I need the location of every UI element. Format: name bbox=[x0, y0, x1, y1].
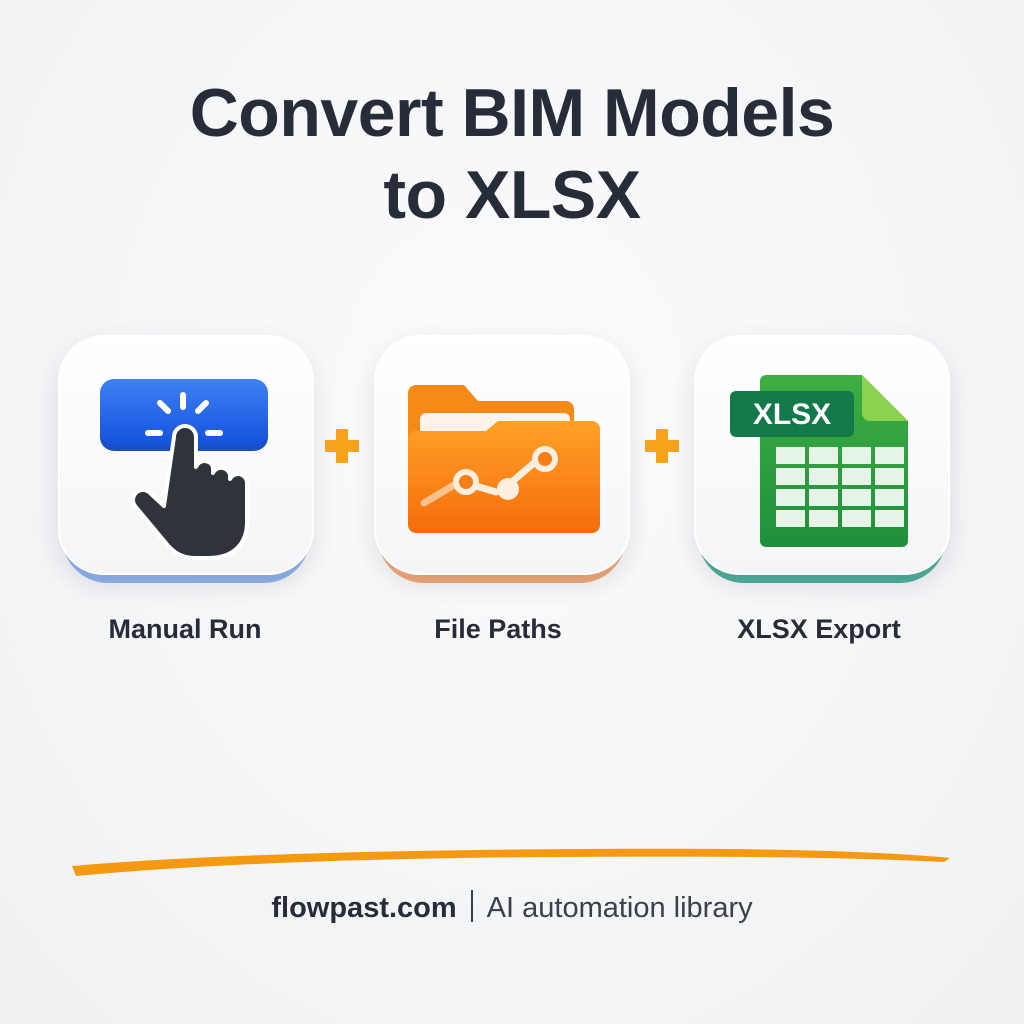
hand-click-button-icon bbox=[100, 379, 268, 560]
footer: flowpast.com AI automation library bbox=[0, 890, 1024, 925]
orange-underline-stroke bbox=[72, 848, 950, 876]
site-link[interactable]: flowpast.com bbox=[271, 892, 457, 924]
step-label-xlsx-export: XLSX Export bbox=[737, 614, 901, 644]
step-label-file-paths: File Paths bbox=[434, 614, 562, 644]
spreadsheet-grid bbox=[776, 447, 904, 527]
title-line-1: Convert BIM Models bbox=[189, 75, 835, 151]
tagline: AI automation library bbox=[486, 892, 753, 924]
xlsx-badge-text: XLSX bbox=[752, 398, 832, 431]
title-line-2: to XLSX bbox=[383, 157, 641, 233]
plus-icon bbox=[325, 429, 359, 463]
manual-run-card bbox=[58, 335, 314, 583]
file-paths-card bbox=[374, 335, 630, 583]
page-title: Convert BIM Models to XLSX bbox=[0, 72, 1024, 236]
folder-path-icon bbox=[408, 385, 600, 533]
plus-icon bbox=[645, 429, 679, 463]
divider bbox=[470, 890, 473, 923]
xlsx-export-card: XLSX bbox=[694, 335, 950, 583]
step-label-manual-run: Manual Run bbox=[108, 614, 262, 644]
